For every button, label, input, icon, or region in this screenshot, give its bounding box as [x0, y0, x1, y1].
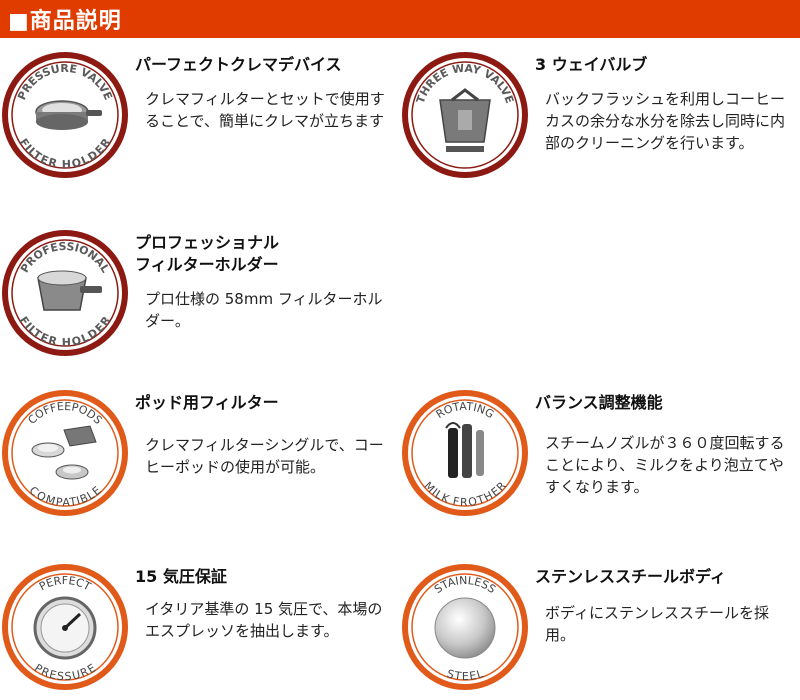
- pressure-valve-badge: PRESSURE VALVE FILTER HOLDER: [0, 50, 130, 180]
- feature-title: プロフェッショナル フィルターホルダー: [135, 232, 395, 276]
- pressure-gauge-icon: [33, 596, 97, 660]
- feature-professional-holder: PROFESSIONAL FILTER HOLDER プロフェッショナル フィル…: [0, 228, 400, 388]
- three-way-valve-badge: THREE WAY VALVE: [400, 50, 530, 180]
- feature-title: ステンレススチールボディ: [535, 567, 726, 586]
- coffee-pod-icon: [31, 425, 97, 480]
- feature-title: 3 ウェイバルブ: [535, 55, 648, 74]
- coffeepods-badge: COFFEEPODS COMPATIBLE: [0, 388, 130, 518]
- feature-balance-adjust: ROTATING MILK FROTHER バランス調整機能 スチームノズルが３…: [400, 388, 800, 548]
- feature-title-line2: フィルターホルダー: [135, 255, 279, 274]
- badge-top-text: PERFECT: [37, 574, 93, 593]
- milk-frother-icon: [445, 422, 484, 478]
- feature-description: イタリア基準の 15 気圧で、本場のエスプレッソを抽出します。: [145, 600, 383, 640]
- svg-text:ROTATING: ROTATING: [434, 400, 497, 421]
- feature-title: バランス調整機能: [535, 393, 663, 412]
- section-header: ■商品説明: [0, 0, 800, 38]
- feature-title: 15 気圧保証: [135, 567, 227, 586]
- badge-bottom-text: STEEL: [445, 667, 485, 683]
- filter-holder-icon: [35, 100, 102, 130]
- feature-title: パーフェクトクレマデバイス: [135, 55, 342, 74]
- feature-description: ボディにステンレススチールを採用。: [545, 604, 769, 644]
- feature-pod-filter: COFFEEPODS COMPATIBLE ポッド用フィルター クレマフィルター…: [0, 388, 400, 548]
- feature-15-bar-pressure: PERFECT PRESSURE 15 気圧保証 イタリア基準の 15 気圧で、…: [0, 562, 400, 700]
- svg-text:PERFECT: PERFECT: [37, 574, 93, 593]
- milk-frother-badge: ROTATING MILK FROTHER: [400, 388, 530, 518]
- badge-top-text: ROTATING: [434, 400, 497, 421]
- feature-title: ポッド用フィルター: [135, 393, 279, 412]
- feature-perfect-crema: PRESSURE VALVE FILTER HOLDER パーフェクトクレマデバ…: [0, 50, 400, 210]
- feature-three-way-valve: THREE WAY VALVE 3 ウェイバルブ バックフラッシュを利用しコーヒ…: [400, 50, 800, 210]
- feature-description: プロ仕様の 58mm フィルターホルダー。: [145, 290, 383, 330]
- valve-icon: [439, 88, 491, 152]
- stainless-steel-badge: STAINLESS STEEL: [400, 562, 530, 692]
- perfect-pressure-badge: PERFECT PRESSURE: [0, 562, 130, 692]
- feature-description: クレマフィルターシングルで、コーヒーポッドの使用が可能。: [145, 436, 384, 476]
- feature-description: スチームノズルが３６０度回転することにより、ミルクをより泡立てやすくなります。: [545, 434, 785, 496]
- feature-stainless-body: STAINLESS STEEL ステンレススチールボディ ボディにステンレススチ…: [400, 562, 800, 700]
- feature-title-line1: プロフェッショナル: [135, 233, 280, 252]
- svg-text:STAINLESS: STAINLESS: [432, 574, 498, 596]
- section-title: ■商品説明: [8, 9, 122, 34]
- feature-description: バックフラッシュを利用しコーヒーカスの余分な水分を除去し同時に内部のクリーニング…: [545, 90, 786, 152]
- badge-top-text: STAINLESS: [432, 574, 498, 596]
- stainless-steel-icon: [434, 597, 496, 659]
- svg-text:STEEL: STEEL: [445, 667, 485, 683]
- professional-filter-badge: PROFESSIONAL FILTER HOLDER: [0, 228, 130, 358]
- professional-holder-icon: [37, 270, 102, 311]
- feature-description: クレマフィルターとセットで使用することで、簡単にクレマが立ちます: [145, 90, 385, 130]
